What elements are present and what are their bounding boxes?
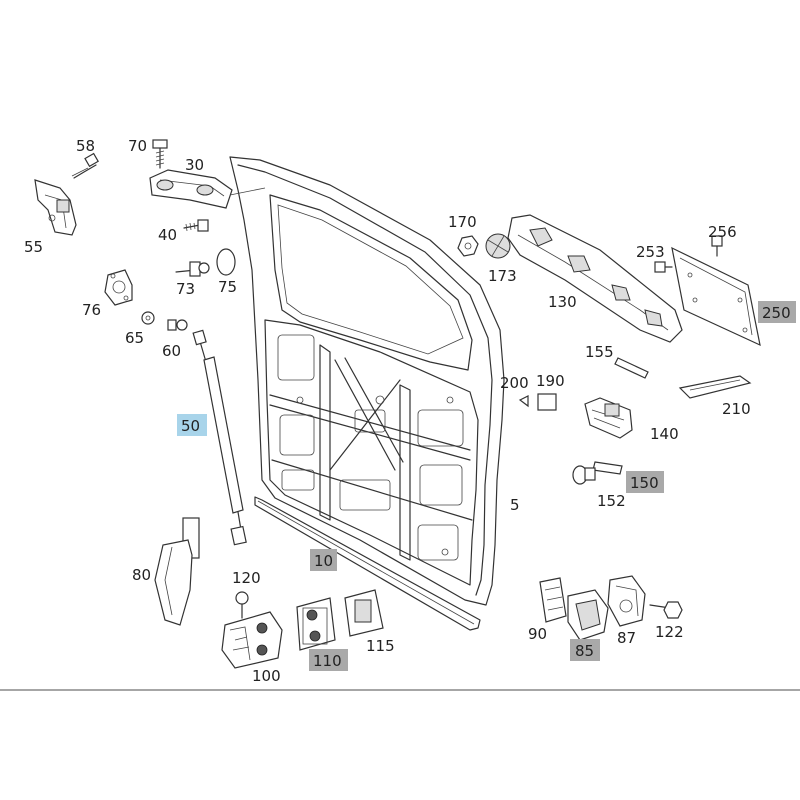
handle-part-130: [507, 214, 683, 343]
part-label-58: 58: [76, 137, 95, 155]
lamp-housing-part-140: [584, 397, 633, 439]
ball-stud-part-60: [167, 319, 188, 331]
bolt-part-40: [183, 219, 209, 232]
part-label-152: 152: [597, 492, 626, 510]
part-label-55: 55: [24, 238, 43, 256]
part-label-130: 130: [548, 293, 577, 311]
bulb-part-152: [572, 465, 596, 485]
lock-mechanism-part-87: [607, 575, 646, 627]
hinge-bracket-part-55: [34, 179, 77, 236]
part-label-150: 150: [630, 474, 659, 492]
label-highlight-85: [570, 639, 600, 661]
part-label-75: 75: [218, 278, 237, 296]
part-label-110: 110: [313, 652, 342, 670]
hinge-part-30: [149, 169, 266, 209]
cam-part-173: [485, 233, 511, 259]
label-highlight-250: [758, 301, 796, 323]
part-label-50: 50: [181, 417, 200, 435]
door-frame-part-5: [229, 156, 505, 606]
socket-part-190: [537, 393, 557, 411]
bracket-part-115: [344, 589, 384, 637]
part-label-170: 170: [448, 213, 477, 231]
part-label-90: 90: [528, 625, 547, 643]
part-label-87: 87: [617, 629, 636, 647]
label-highlight-110: [309, 649, 348, 671]
label-highlight-50: [177, 414, 207, 436]
gas-strut-part-50: [192, 329, 247, 546]
pin-part-155: [614, 357, 649, 379]
part-label-70: 70: [128, 137, 147, 155]
lens-part-210: [678, 375, 752, 399]
part-label-40: 40: [158, 226, 177, 244]
part-label-73: 73: [176, 280, 195, 298]
label-highlight-150: [626, 471, 664, 493]
bolt-part-122: [649, 601, 683, 619]
nut-part-170: [457, 235, 479, 257]
bolt-part-253: [654, 261, 673, 273]
part-label-115: 115: [366, 637, 395, 655]
label-highlight-10: [310, 549, 337, 571]
part-label-5: 5: [510, 496, 520, 514]
trim-strip-part-10: [254, 496, 481, 631]
part-label-60: 60: [162, 342, 181, 360]
part-label-80: 80: [132, 566, 151, 584]
part-label-120: 120: [232, 569, 261, 587]
bolt-part-58: [71, 152, 99, 179]
part-label-10: 10: [314, 552, 333, 570]
part-label-140: 140: [650, 425, 679, 443]
part-label-155: 155: [585, 343, 614, 361]
part-label-200: 200: [500, 374, 529, 392]
pin-part-73: [175, 261, 210, 277]
bolt-part-70: [152, 139, 168, 169]
part-label-65: 65: [125, 329, 144, 347]
part-label-100: 100: [252, 667, 281, 685]
lock-part-85: [567, 589, 609, 641]
part-label-250: 250: [762, 304, 791, 322]
part-label-253: 253: [636, 243, 665, 261]
part-label-210: 210: [722, 400, 751, 418]
part-label-122: 122: [655, 623, 684, 641]
bolt-part-256: [711, 235, 723, 257]
washer-part-65: [141, 311, 155, 325]
lock-plate-part-100: [221, 611, 283, 669]
connector-part-200: [518, 395, 529, 408]
license-plate-bracket-part-250: [671, 246, 761, 347]
bulb-part-150: [592, 461, 623, 475]
part-label-30: 30: [185, 156, 204, 174]
part-label-76: 76: [82, 301, 101, 319]
part-label-256: 256: [708, 223, 737, 241]
part-label-85: 85: [575, 642, 594, 660]
plate-part-76: [104, 269, 133, 306]
cover-part-90: [539, 577, 567, 623]
washer-part-75: [216, 248, 236, 276]
part-label-190: 190: [536, 372, 565, 390]
bolt-part-120: [235, 591, 249, 619]
pull-strap-part-80: [154, 517, 200, 626]
part-label-173: 173: [488, 267, 517, 285]
striker-plate-part-110: [296, 597, 336, 651]
